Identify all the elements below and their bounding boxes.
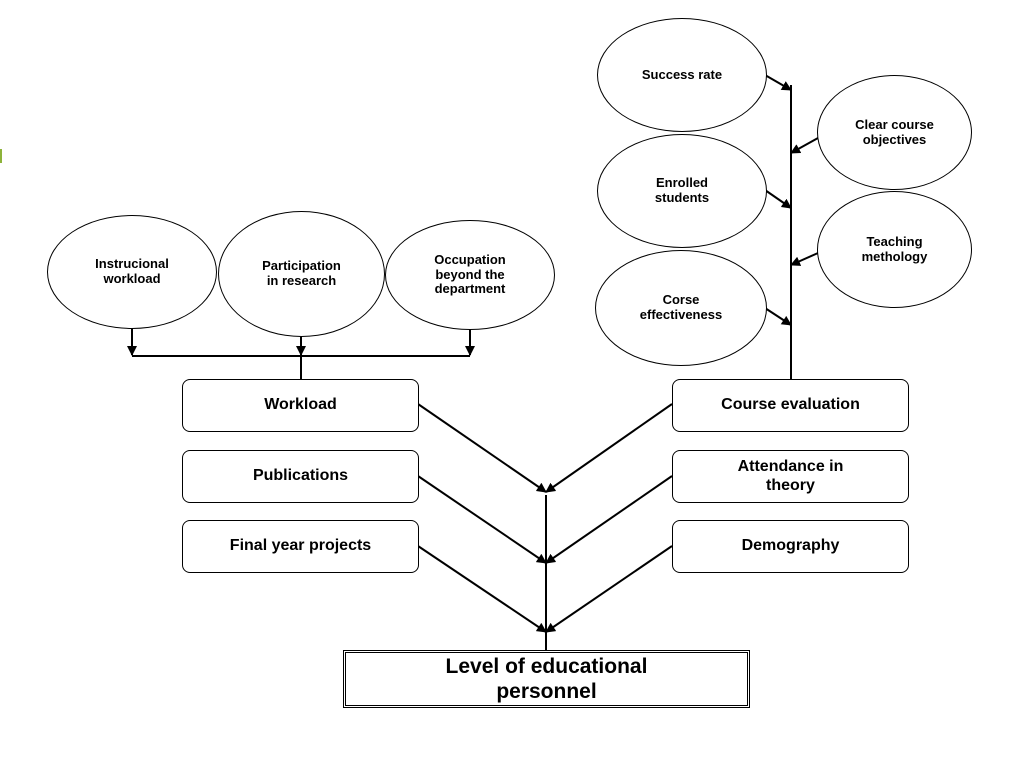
arrow-effectiveness xyxy=(764,307,792,326)
box-course-evaluation: Course evaluation xyxy=(672,379,909,432)
arrow-success-rate xyxy=(764,74,792,91)
arrow-workload xyxy=(417,403,547,493)
box-attendance-theory: Attendance in theory xyxy=(672,450,909,503)
circle-occupation-beyond: Occupation beyond the department xyxy=(385,220,555,330)
box-level-of-educational-personnel: Level of educational personnel xyxy=(343,650,750,708)
circle-participation-research: Participation in research xyxy=(218,211,385,337)
circle-teaching-methology: Teaching methology xyxy=(817,191,972,308)
arrow-course-eval xyxy=(545,403,673,493)
circle-corse-effectiveness: Corse effectiveness xyxy=(595,250,767,366)
arrow-objectives xyxy=(790,137,819,154)
arrow-attendance xyxy=(545,475,673,564)
circle-instructional-workload: Instrucional workload xyxy=(47,215,217,329)
box-publications: Publications xyxy=(182,450,419,503)
circle-success-rate: Success rate xyxy=(597,18,767,132)
box-final-year-projects: Final year projects xyxy=(182,520,419,573)
accent-mark xyxy=(0,149,2,163)
arrow-methology xyxy=(790,252,819,266)
arrow-enrolled xyxy=(764,189,792,209)
box-demography: Demography xyxy=(672,520,909,573)
circle-clear-course-objectives: Clear course objectives xyxy=(817,75,972,190)
arrow-final-projects xyxy=(417,545,547,633)
circle-enrolled-students: Enrolled students xyxy=(597,134,767,248)
box-workload: Workload xyxy=(182,379,419,432)
arrow-demography xyxy=(545,545,673,633)
arrow-publications xyxy=(417,475,547,564)
